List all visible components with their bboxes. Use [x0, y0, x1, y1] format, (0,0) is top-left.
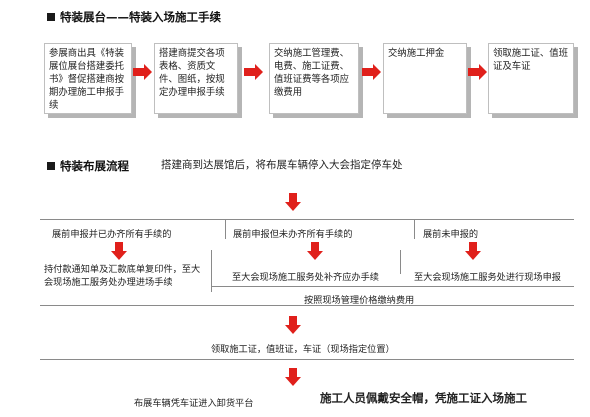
branch-result-2: 至大会现场施工服务处补齐应办手续	[232, 272, 379, 283]
branch-result-3: 至大会现场施工服务处进行现场申报	[414, 272, 561, 283]
section2-bullet	[47, 162, 55, 170]
flow-intro-text: 搭建商到达展馆后，将布展车辆停入大会指定停车处	[161, 159, 403, 171]
branch-divider	[414, 219, 415, 239]
section2-title: 特装布展流程	[60, 159, 129, 173]
branch-divider	[400, 250, 401, 274]
branch-label-2: 展前申报但未办齐所有手续的	[233, 229, 353, 240]
branch-top-line	[40, 219, 574, 220]
branch-result-1: 持付款通知单及汇款底单复印件，至大会现场施工服务处办理进场手续	[44, 264, 201, 288]
step-box-5: 领取施工证、值班证及车证	[488, 43, 574, 114]
collect-passes-text: 领取施工证，值班证，车证（现场指定位置）	[211, 344, 395, 355]
branch-divider	[211, 250, 212, 292]
step-box-2: 搭建商提交各项表格、资质文件、图纸，按规定办理申报手续	[154, 43, 238, 114]
down-arrow-icon	[111, 242, 127, 260]
final-worker-text: 施工人员佩戴安全帽，凭施工证入场施工	[320, 391, 527, 405]
right-arrow-icon	[468, 64, 487, 80]
down-arrow-icon	[285, 316, 301, 334]
step-box-4: 交纳施工押金	[383, 43, 467, 114]
down-arrow-icon	[285, 368, 301, 386]
branch-label-1: 展前申报并已办齐所有手续的	[52, 229, 172, 240]
step-box-1: 参展商出具《特装展位展台搭建委托书》督促搭建商按期办理施工申报手续	[44, 43, 132, 114]
step-box-3: 交纳施工管理费、电费、施工证费、值班证费等各项应缴费用	[269, 43, 359, 114]
fee-note: 按照现场管理价格缴纳费用	[304, 295, 415, 306]
section1-title: 特装展台——特装入场施工手续	[60, 10, 221, 24]
right-arrow-icon	[133, 64, 152, 80]
merge-line	[211, 286, 574, 287]
section1-bullet	[47, 13, 55, 21]
collect-line	[40, 359, 574, 360]
section-bottom-line	[40, 305, 574, 306]
down-arrow-icon	[285, 193, 301, 211]
final-vehicle-text: 布展车辆凭车证进入卸货平台	[134, 398, 254, 409]
branch-label-3: 展前未申报的	[423, 229, 479, 240]
down-arrow-icon	[465, 242, 481, 260]
branch-divider	[225, 219, 226, 239]
right-arrow-icon	[244, 64, 263, 80]
right-arrow-icon	[362, 64, 381, 80]
down-arrow-icon	[307, 242, 323, 260]
